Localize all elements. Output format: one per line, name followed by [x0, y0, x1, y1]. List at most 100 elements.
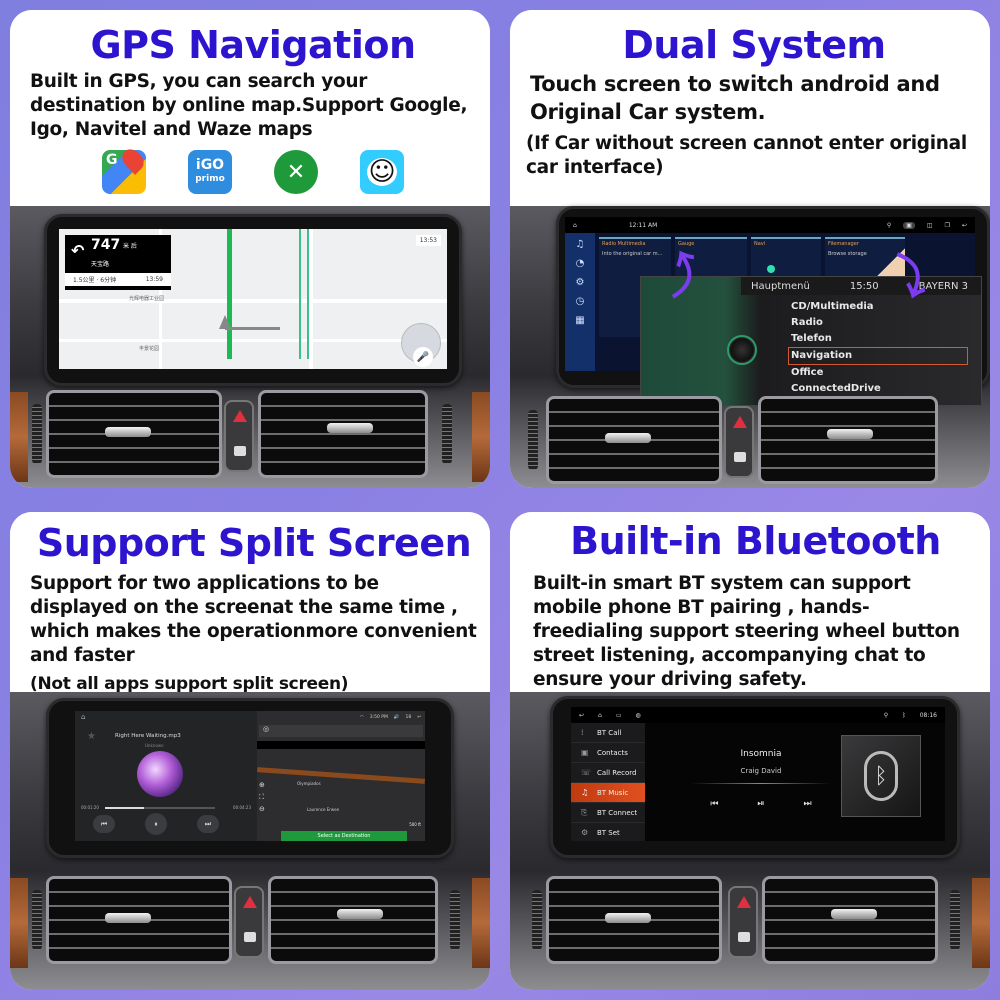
bluetooth-menu: ⁞BT Call ▣Contacts ☏Call Record ♫BT Musi… — [571, 723, 645, 841]
waze-icon: ☺ — [360, 150, 404, 194]
dialpad-icon: ⁞ — [581, 728, 584, 737]
map-pin-icon — [118, 145, 148, 175]
recent-apps-icon[interactable]: ❐ — [944, 221, 950, 229]
panel-description: Built-in smart BT system can support mob… — [533, 573, 960, 690]
menu-bt-set[interactable]: ⚙BT Set — [571, 823, 645, 841]
track-artist: Unknown — [145, 743, 164, 748]
bluetooth-logo-icon: ᛒ — [864, 751, 898, 801]
panel-text: Dual System Touch screen to switch andro… — [510, 10, 990, 180]
panel-description: Support for two applications to be displ… — [30, 573, 477, 666]
dashboard-photo: ⌂ ★ Right Here Waiting.mp3 Unknown 00:01… — [10, 692, 490, 990]
next-track-button[interactable]: ⏭ — [197, 815, 219, 833]
previous-track-button[interactable]: ⏮ — [710, 799, 719, 809]
gauge-icon[interactable]: ◷ — [575, 296, 585, 307]
hazard-button — [728, 886, 758, 958]
hazard-button — [224, 400, 254, 472]
volume-icon: 🔊 — [393, 714, 400, 720]
favorite-star-icon[interactable]: ★ — [87, 731, 96, 742]
play-pause-button[interactable]: ⏯ — [757, 799, 765, 809]
wifi-icon: ◠ — [359, 714, 364, 720]
bluetooth-status-icon: ᛒ — [902, 711, 906, 719]
song-artist: Craig David — [740, 767, 782, 775]
air-vents — [10, 870, 490, 968]
location-icon: ⚲ — [886, 221, 892, 229]
head-unit-screen[interactable]: ↩ ⌂ ▭ ◍ ⚲ ᛒ 08:16 ⁞BT Call ▣Contacts ☏Ca… — [571, 707, 945, 841]
status-bar: ↩ ⌂ ▭ ◍ ⚲ ᛒ 08:16 — [571, 707, 945, 723]
head-unit-screen[interactable]: ⌂ ★ Right Here Waiting.mp3 Unknown 00:01… — [75, 711, 425, 841]
idrive-menu-item-selected[interactable]: Navigation — [788, 347, 968, 365]
location-icon: ⚲ — [883, 711, 889, 719]
panel-dual-system: Dual System Touch screen to switch andro… — [510, 10, 990, 488]
idrive-menu-item[interactable]: Radio — [791, 317, 823, 328]
idrive-menu-item[interactable]: CD/Multimedia — [791, 301, 874, 312]
steering-wheel-icon[interactable]: ◍ — [635, 711, 641, 719]
right-air-vent — [758, 396, 938, 484]
hazard-button — [724, 406, 754, 478]
panel-title: Dual System — [622, 23, 886, 67]
select-destination-button[interactable]: Select as Destination — [281, 831, 407, 841]
home-icon[interactable]: ⌂ — [81, 713, 86, 721]
music-icon[interactable]: ♫ — [575, 239, 585, 250]
igo-primo-icon: iGO primo — [188, 150, 232, 194]
back-icon[interactable]: ↩ — [417, 714, 421, 720]
home-icon[interactable]: ⌂ — [573, 221, 577, 229]
next-track-button[interactable]: ⏭ — [803, 799, 812, 809]
settings-icon: ⚙ — [581, 828, 589, 837]
left-air-vent — [546, 396, 722, 484]
dashboard-photo: ↶ 747 米 后 天宝路 1.5公里 · 6分钟 13:59 13:53 光辉… — [10, 206, 490, 488]
menu-bt-call[interactable]: ⁞BT Call — [571, 723, 645, 743]
panel-note: (Not all apps support split screen) — [30, 674, 349, 694]
head-unit-bezel: ↶ 747 米 后 天宝路 1.5公里 · 6分钟 13:59 13:53 光辉… — [44, 214, 462, 386]
air-vents — [10, 384, 490, 482]
album-art: ᛒ — [841, 735, 921, 817]
original-car-system-screen[interactable]: Hauptmenü 15:50 BAYERN 3 CD/Multimedia R… — [640, 276, 982, 406]
split-icon[interactable]: ◫ — [926, 221, 933, 229]
pause-button[interactable]: ⏸ — [145, 813, 167, 835]
poi-filter-bar[interactable] — [257, 741, 425, 749]
music-player-pane[interactable]: ⌂ ★ Right Here Waiting.mp3 Unknown 00:01… — [75, 711, 257, 841]
microphone-icon[interactable]: 🎤 — [413, 347, 433, 367]
gps-locate-icon[interactable]: ◎ — [259, 725, 423, 737]
idrive-menu-item[interactable]: Office — [791, 367, 824, 378]
call-record-icon: ☏ — [581, 768, 592, 777]
back-icon[interactable]: ↩ — [579, 711, 585, 719]
left-air-vent — [546, 876, 722, 964]
back-icon[interactable]: ↩ — [961, 221, 967, 229]
recent-apps-icon[interactable]: ▭ — [615, 711, 622, 719]
menu-bt-connect[interactable]: ⎘BT Connect — [571, 803, 645, 823]
panel-text: Support Split Screen Support for two app… — [10, 512, 490, 696]
panel-note: (If Car without screen cannot enter orig… — [526, 133, 967, 178]
idrive-menu-item[interactable]: ConnectedDrive — [791, 383, 881, 394]
navitel-icon: ✕ — [274, 150, 318, 194]
left-air-vent — [46, 876, 232, 964]
settings-icon[interactable]: ⚙ — [575, 277, 585, 288]
idrive-menu-item[interactable]: Telefon — [791, 333, 832, 344]
google-maps-icon: G — [102, 145, 148, 194]
head-unit-screen[interactable]: ↶ 747 米 后 天宝路 1.5公里 · 6分钟 13:59 13:53 光辉… — [59, 229, 447, 369]
head-unit-bezel: ↩ ⌂ ▭ ◍ ⚲ ᛒ 08:16 ⁞BT Call ▣Contacts ☏Ca… — [550, 696, 960, 858]
navigation-map[interactable]: ↶ 747 米 后 天宝路 1.5公里 · 6分钟 13:59 13:53 光辉… — [59, 229, 447, 369]
launcher-sidebar: ♫ ◔ ⚙ ◷ ▦ — [565, 233, 595, 371]
car-system-switch-icon[interactable]: ▣ — [903, 221, 915, 229]
map-app-logos: G iGO primo ✕ ☺ — [30, 145, 476, 194]
idrive-header: Hauptmenü 15:50 BAYERN 3 — [741, 277, 981, 295]
menu-contacts[interactable]: ▣Contacts — [571, 743, 645, 763]
menu-call-record[interactable]: ☏Call Record — [571, 763, 645, 783]
previous-track-button[interactable]: ⏮ — [93, 815, 115, 833]
navigation-map-pane[interactable]: ◠ 3:50 PM 🔊 18 ↩ ◎ Olympiados Laurence E… — [257, 711, 425, 841]
status-bar: ◠ 3:50 PM 🔊 18 ↩ — [359, 714, 421, 720]
playback-controls: ⏮ ⏯ ⏭ — [691, 799, 831, 809]
menu-bt-music[interactable]: ♫BT Music — [571, 783, 645, 803]
song-title: Insomnia — [740, 749, 782, 759]
panel-description: Built in GPS, you can search your destin… — [30, 71, 468, 140]
apps-grid-icon[interactable]: ▦ — [575, 315, 585, 326]
dashboard-photo: ⌂ 12:11 AM ⚲ ▣ ◫ ❐ ↩ ♫ ◔ ⚙ ◷ ▦ — [510, 206, 990, 488]
left-air-vent — [46, 390, 222, 478]
home-icon[interactable]: ⌂ — [598, 711, 602, 719]
progress-bar[interactable] — [105, 807, 215, 809]
speed-icon[interactable]: ◔ — [575, 258, 585, 269]
route-line — [227, 229, 232, 359]
bluetooth-music-screen[interactable]: ↩ ⌂ ▭ ◍ ⚲ ᛒ 08:16 ⁞BT Call ▣Contacts ☏Ca… — [571, 707, 945, 841]
zoom-controls[interactable]: ⊕⛶⊖ — [259, 781, 265, 813]
album-art — [137, 751, 183, 797]
